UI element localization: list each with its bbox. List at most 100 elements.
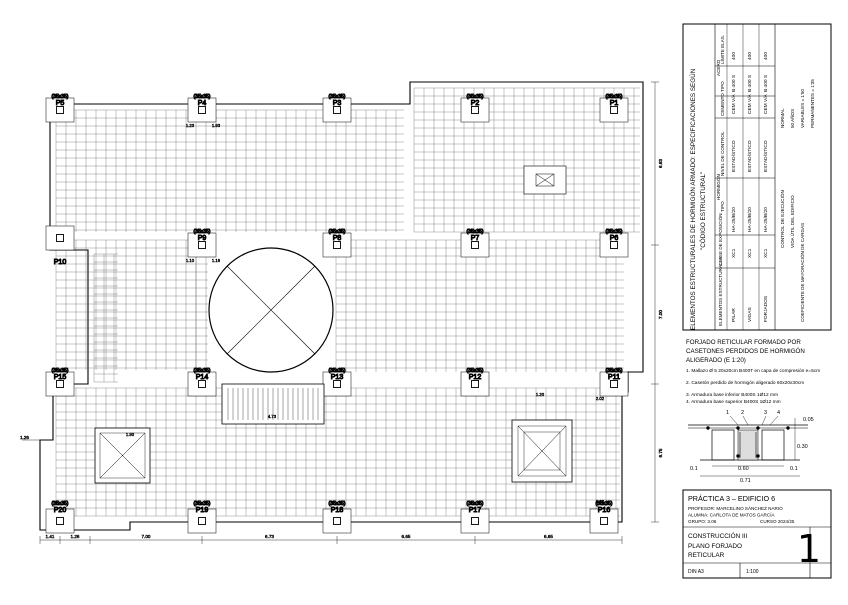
pillar-size: (35x35) [467, 368, 484, 374]
pillar-p16 [600, 517, 608, 525]
callout-1: 1 [726, 410, 729, 416]
pillar-size: (35x35) [606, 368, 623, 374]
circular-void [208, 247, 334, 373]
hdr-hormigon: HORMIGÓN [715, 174, 721, 200]
bottom-dim-text: 1.41 [46, 534, 55, 539]
pillar-label: P4 [198, 100, 207, 107]
inner-dim-text: 1.23 [186, 123, 195, 128]
pillar-size: (35x35) [329, 229, 346, 235]
pillar-p11 [610, 380, 618, 388]
inner-dim-text: 1.93 [212, 123, 221, 128]
spec-footer-label: COEFICIENTE DE MAYORACIÓN DE CARGAS [799, 223, 805, 322]
slab-outline [39, 81, 644, 531]
bottom-dim-text: 6.73 [265, 534, 274, 539]
inner-dim-text: 4.73 [268, 414, 277, 419]
pillar-size: (35x35) [329, 368, 346, 374]
spec-footer-value: NORMAL [780, 108, 785, 128]
pillar-label: P19 [196, 507, 209, 514]
pillar-p7 [471, 241, 479, 249]
spec-cell: 400 [747, 52, 753, 60]
dim-030: 0.30 [797, 444, 808, 450]
dim-071: 0.71 [740, 478, 751, 484]
stair-steps [227, 388, 319, 420]
slab-notes: FORJADO RETICULAR FORMADO POR CASETONES … [686, 339, 820, 405]
drop-panel [599, 371, 629, 397]
subject: CONSTRUCCIÓN III [688, 531, 748, 540]
sheet-number: 1 [797, 527, 821, 571]
scale: 1:100 [746, 569, 759, 575]
pillar-p4 [198, 106, 206, 114]
pillar-size: (35x35) [467, 501, 484, 507]
pillar-size: (35x35) [606, 94, 623, 100]
stair-opening [221, 383, 325, 425]
pillar-size: (35x35) [52, 368, 69, 374]
spec-cell: HA-25/B/20 [763, 207, 769, 232]
pillar-size: (35x35) [329, 94, 346, 100]
pillars: (35x35)P1(35x35)P2(35x35)P3(35x35)P4(35x… [51, 94, 623, 525]
pillar-size: (35x35) [606, 229, 623, 235]
spec-cell: FORJADOS [763, 296, 769, 322]
spec-cell: CEM V/A [763, 93, 769, 114]
inner-dim-text: 1.20 [536, 392, 545, 397]
format: DIN A3 [688, 569, 704, 575]
pillar-size: (35x35) [194, 501, 211, 507]
spec-title-line1: ELEMENTOS ESTRUCTURALES DE HORMIGÓN ARMA… [688, 68, 697, 330]
spec-cell: 400 [763, 52, 769, 60]
pillar-p10 [56, 234, 64, 242]
pillar-label: P17 [469, 507, 482, 514]
drop-panel [589, 508, 619, 534]
dim-01-left: 0.1 [690, 466, 698, 472]
practice-title: PRÁCTICA 3 – EDIFICIO 6 [688, 494, 775, 503]
pillar-size: (35x35) [467, 229, 484, 235]
spec-cell: HA-25/B/20 [731, 207, 737, 232]
inner-dim-text: 1.16 [212, 258, 221, 263]
pillar-p3 [333, 106, 341, 114]
spec-cell: CEM V/A [747, 93, 753, 114]
curso: CURSO 2024/25 [760, 519, 795, 524]
note-item: 3. Armadura base inferior B400S 1Ø12 mm [686, 392, 778, 398]
pillar-p20 [56, 517, 64, 525]
dim-005: 0.05 [803, 417, 814, 423]
callout-4: 4 [777, 410, 780, 416]
bottom-dim-text: 7.00 [142, 534, 151, 539]
pillar-size: (35x35) [194, 368, 211, 374]
pillar-size: (35x35) [329, 501, 346, 507]
spec-footer-value: PERMANENTES = 1'35 [810, 79, 815, 128]
hdr-clase: CLASE DE EXPOSICIÓN [717, 213, 723, 266]
spec-cell: XC1 [747, 248, 753, 258]
right-dim-text: 7.00 [658, 310, 663, 319]
coffer-grid [55, 87, 640, 517]
pillar-label: P12 [469, 374, 482, 381]
spec-cell: HA-25/B/20 [747, 207, 753, 232]
pillar-p1 [610, 106, 618, 114]
pillar-p9 [198, 241, 206, 249]
inner-dim-text: 1.10 [186, 258, 195, 263]
spec-cell: CEM V/A [731, 93, 737, 114]
lift-opening [94, 427, 151, 484]
spec-cell: XC1 [731, 248, 737, 258]
pillar-label: P13 [331, 374, 344, 381]
pillar-p6 [610, 241, 618, 249]
pillar-p12 [471, 380, 479, 388]
title-block: PRÁCTICA 3 – EDIFICIO 6 PROFESOR: MARCEL… [682, 489, 832, 579]
plan-line1: PLANO FORJADO [688, 543, 742, 550]
slab-section-detail [688, 415, 808, 477]
pillar-p15 [56, 380, 64, 388]
profesor: PROFESOR: MARCELINO SÁNCHEZ NARIO [688, 505, 783, 511]
section-labels: 1 2 3 4 0.05 0.30 0.1 0.60 0.1 0.71 [690, 410, 814, 484]
spec-cell: B 400 S [731, 75, 737, 92]
spec-cell: B 400 S [747, 75, 753, 92]
drop-panel [322, 97, 352, 123]
pillar-label: P9 [198, 235, 207, 242]
pillar-size: (35x35) [52, 501, 69, 507]
pillar-p13 [333, 380, 341, 388]
bottom-dim-text: 1.26 [71, 534, 80, 539]
pillar-label: P6 [610, 235, 619, 242]
pillar-label: P16 [598, 507, 611, 514]
hdr-tipo: TIPO [720, 201, 725, 212]
pillar-p8 [333, 241, 341, 249]
bottom-dim-text: 6.65 [544, 534, 553, 539]
spec-cell: VIGAS [747, 307, 753, 322]
notes-title-3: ALIGERADO (E 1:20) [686, 357, 746, 364]
grupo: GRUPO: 3.06 [688, 519, 717, 524]
